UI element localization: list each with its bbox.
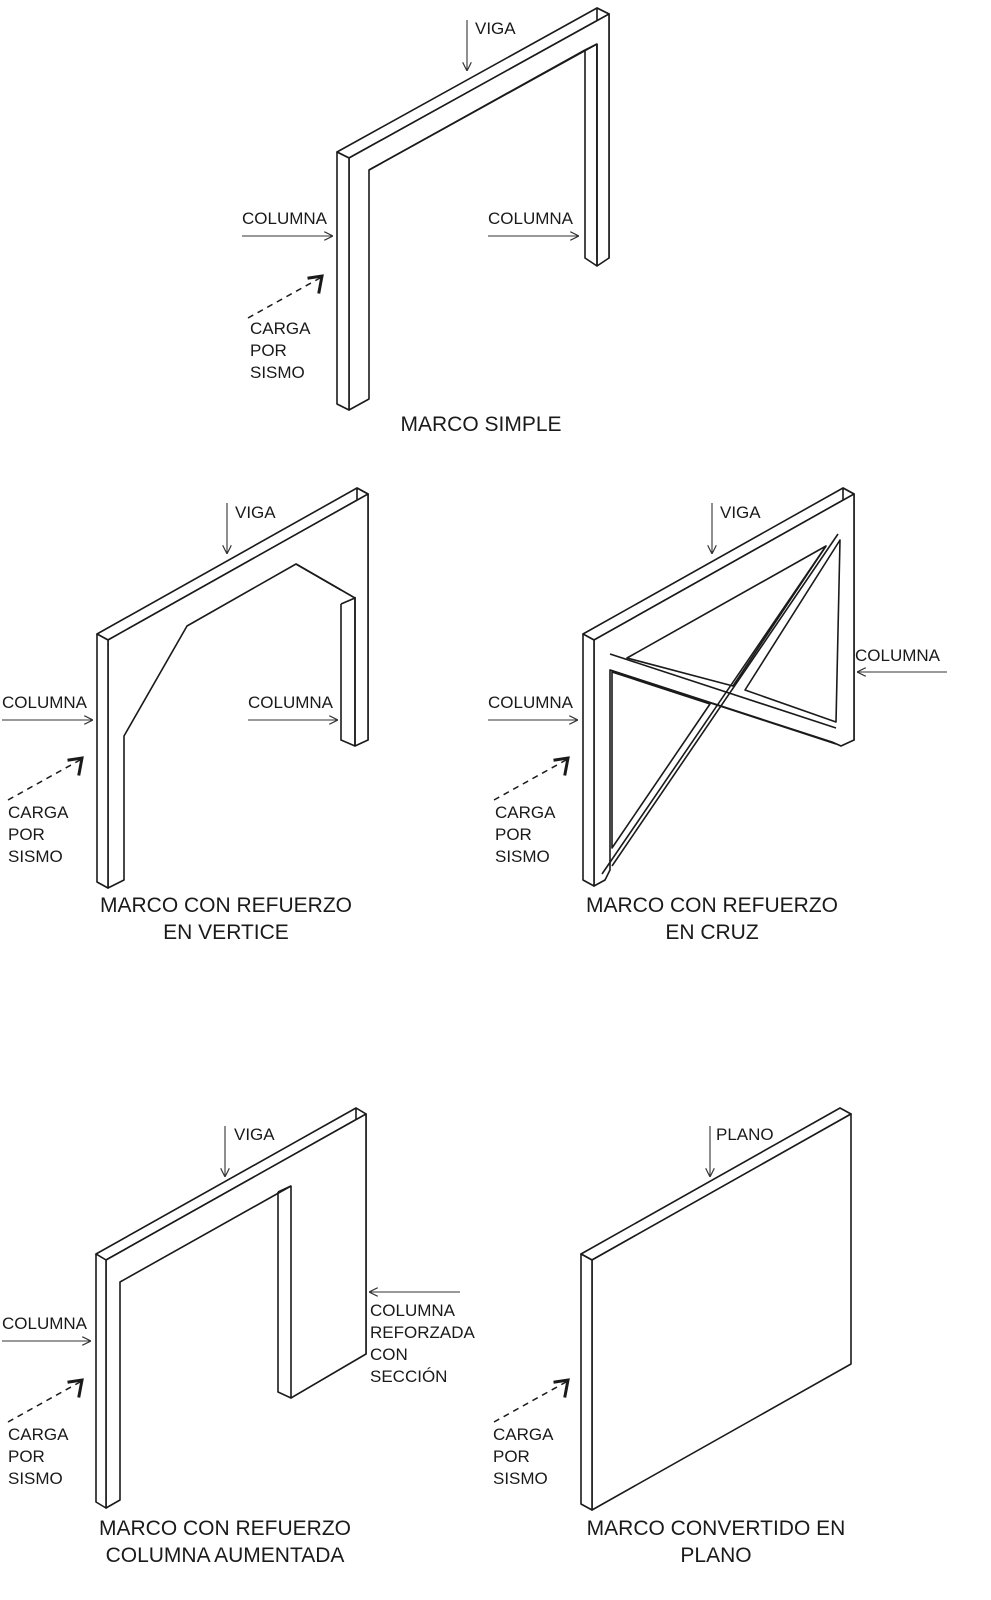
carga-label: CARGA <box>8 1425 69 1444</box>
marco-vertice-panel: VIGA COLUMNA COLUMNA CARGA POR SISMO MAR… <box>2 487 369 944</box>
carga-label: CARGA <box>250 319 311 338</box>
carga-label: CARGA <box>493 1425 554 1444</box>
por-label: POR <box>8 1447 45 1466</box>
columna-reforzada-label: COLUMNA <box>370 1301 456 1320</box>
viga-top-face <box>336 7 610 159</box>
sismo-label: SISMO <box>8 847 63 866</box>
columna-reforzada-label: REFORZADA <box>370 1323 476 1342</box>
carga-label: CARGA <box>495 803 556 822</box>
sismo-label: SISMO <box>493 1469 548 1488</box>
por-label: POR <box>495 825 532 844</box>
caption-convertido-plano: PLANO <box>680 1544 751 1567</box>
marco-cruz-panel: VIGA COLUMNA COLUMNA CARGA POR SISMO MAR… <box>488 487 947 944</box>
caption-columna-aumentada: COLUMNA AUMENTADA <box>106 1544 345 1567</box>
carga-label: CARGA <box>8 803 69 822</box>
sismo-label: SISMO <box>495 847 550 866</box>
columna-label: COLUMNA <box>488 693 574 712</box>
caption-convertido-plano: MARCO CONVERTIDO EN <box>587 1517 846 1540</box>
caption-refuerzo-vertice: MARCO CON REFUERZO <box>100 894 352 917</box>
marco-vertice-front <box>107 493 369 889</box>
columna-label: COLUMNA <box>242 209 328 228</box>
marco-plano-panel: PLANO CARGA POR SISMO MARCO CONVERTIDO E… <box>493 1107 852 1567</box>
columna-reforzada-label: SECCIÓN <box>370 1367 447 1386</box>
sismo-label: SISMO <box>250 363 305 382</box>
columna-reforzada-label: CON <box>370 1345 408 1364</box>
viga-label: VIGA <box>475 19 516 38</box>
columna-label: COLUMNA <box>2 693 88 712</box>
marco-columna-aumentada-panel: VIGA COLUMNA COLUMNA REFORZADA CON SECCI… <box>2 1107 476 1567</box>
por-label: POR <box>250 341 287 360</box>
columna-label: COLUMNA <box>248 693 334 712</box>
marco-simple-panel: VIGA COLUMNA COLUMNA CARGA POR SISMO MAR… <box>242 7 610 436</box>
caption-refuerzo-cruz: EN CRUZ <box>665 921 759 944</box>
por-label: POR <box>8 825 45 844</box>
caption-columna-aumentada: MARCO CON REFUERZO <box>99 1517 351 1540</box>
viga-label: VIGA <box>720 503 761 522</box>
caption-refuerzo-vertice: EN VERTICE <box>163 921 289 944</box>
plano-label: PLANO <box>716 1125 774 1144</box>
column-left-side <box>336 151 350 411</box>
por-label: POR <box>493 1447 530 1466</box>
caption-marco-simple: MARCO SIMPLE <box>400 413 561 436</box>
caption-refuerzo-cruz: MARCO CON REFUERZO <box>586 894 838 917</box>
columna-label: COLUMNA <box>488 209 574 228</box>
marco-aumentado-front <box>105 1113 367 1509</box>
columna-label: COLUMNA <box>2 1314 88 1333</box>
viga-label: VIGA <box>234 1125 275 1144</box>
viga-label: VIGA <box>235 503 276 522</box>
columna-label: COLUMNA <box>855 646 941 665</box>
sismo-label: SISMO <box>8 1469 63 1488</box>
plano-front <box>591 1113 852 1511</box>
